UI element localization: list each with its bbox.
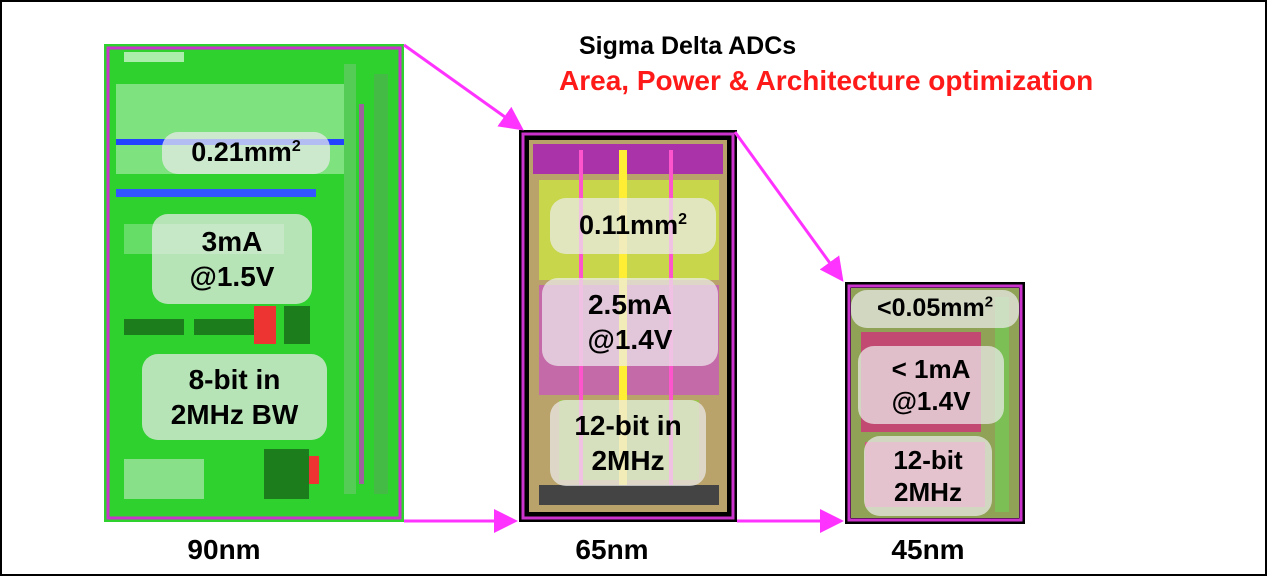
node-label-90nm: 90nm (187, 534, 261, 565)
power-65nm-voltage: @1.4V (587, 324, 673, 355)
power-65nm-current: 2.5mA (587, 289, 673, 320)
area-badge-90nm: 0.21mm2 (162, 132, 330, 174)
spec-badge-65nm: 12-bit in 2MHz (550, 400, 706, 486)
power-90nm-voltage: @1.5V (189, 261, 275, 292)
spec-90nm-resolution: 8-bit in (188, 364, 281, 395)
power-45nm-current: < 1mA (891, 353, 971, 384)
spec-badge-45nm: 12-bit 2MHz (864, 436, 992, 516)
power-90nm-current: 3mA (201, 226, 263, 257)
power-badge-90nm: 3mA @1.5V (152, 214, 312, 304)
diagram-subtitle: Area, Power & Architecture optimization (559, 65, 1094, 96)
node-label-65nm: 65nm (575, 534, 649, 565)
spec-90nm-bandwidth: 2MHz BW (170, 399, 299, 430)
spec-65nm-bandwidth: 2MHz (591, 445, 665, 476)
spec-45nm-bandwidth: 2MHz (894, 477, 962, 507)
diagram-title: Sigma Delta ADCs (579, 32, 797, 60)
power-badge-65nm: 2.5mA @1.4V (542, 278, 718, 366)
arrow-90-to-65-top (403, 43, 524, 131)
spec-65nm-resolution: 12-bit in (574, 410, 682, 441)
node-label-45nm: 45nm (891, 534, 965, 565)
power-badge-45nm: < 1mA @1.4V (858, 346, 1004, 424)
power-45nm-voltage: @1.4V (891, 386, 971, 416)
spec-badge-90nm: 8-bit in 2MHz BW (142, 354, 327, 440)
area-badge-65nm: 0.11mm2 (550, 198, 716, 254)
area-badge-45nm: <0.05mm2 (851, 290, 1019, 328)
arrow-65-to-45-top (733, 131, 844, 282)
spec-45nm-resolution: 12-bit (893, 444, 963, 475)
